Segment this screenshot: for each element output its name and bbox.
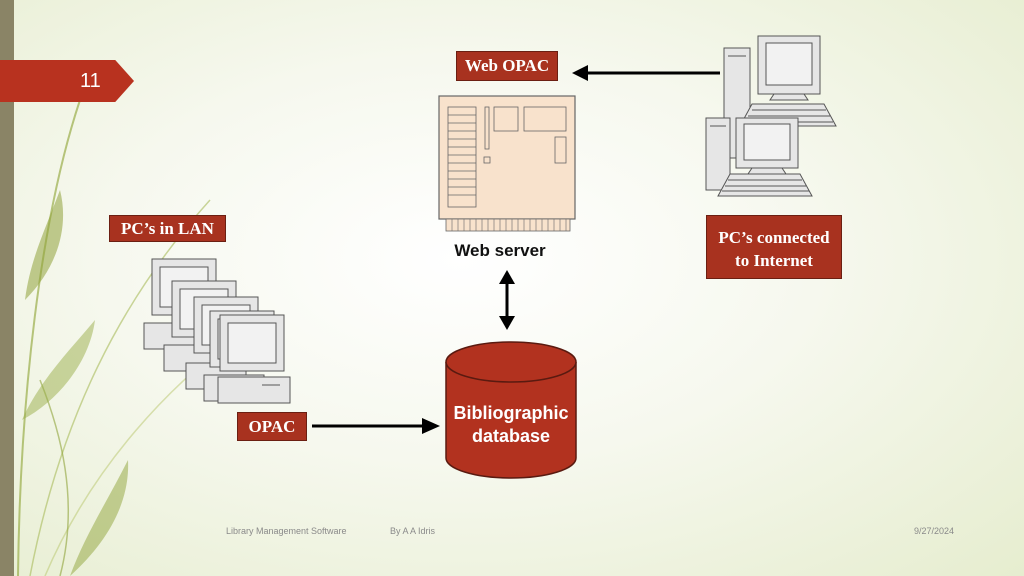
arrow-opac-to-database [312,418,440,434]
pcs-internet-label-line2: to Internet [735,251,813,270]
footer-date: 9/27/2024 [914,526,955,536]
arrow-internet-to-web-opac [572,65,720,81]
web-opac-label: Web OPAC [456,51,558,81]
pcs-in-lan-label: PC’s in LAN [109,215,226,242]
web-server-label: Web server [454,241,546,260]
left-accent-bar [0,0,14,576]
pcs-internet-label-line1: PC’s connected [718,228,830,247]
opac-label: OPAC [237,412,307,441]
database-label-line2: database [471,426,551,446]
database-label: Bibliographic database [444,402,578,448]
footer-title: Library Management Software [226,526,347,536]
arrow-server-database [499,270,515,330]
slide-number-badge: 11 [0,60,134,102]
database-label-line1: Bibliographic [453,403,569,423]
pcs-internet-label: PC’s connected to Internet [706,215,842,279]
internet-pcs-icon [705,35,837,197]
footer-author: By A A Idris [390,526,436,536]
server-board-icon [438,95,576,232]
lan-pcs-icon [143,258,291,404]
database-cylinder-icon [445,341,577,479]
